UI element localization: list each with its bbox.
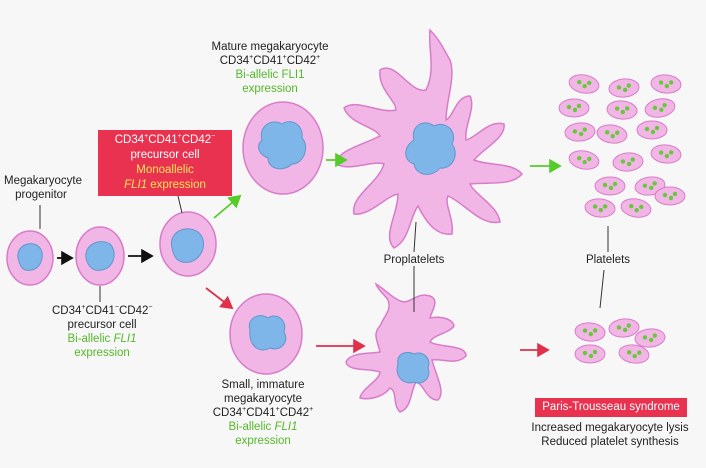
label-mono-line2: precursor cell xyxy=(130,149,200,161)
platelet xyxy=(650,144,682,164)
leader-platelets-bottom xyxy=(599,269,605,309)
label-mono-line4: FLI1 expression xyxy=(124,179,206,191)
label-mono-line3: Monoallelic xyxy=(136,164,194,176)
label-progenitor-line2: progenitor xyxy=(15,189,67,201)
label-syndrome-line1: Increased megakaryocyte lysis xyxy=(531,422,689,434)
label-immature-line2: megakaryocyte xyxy=(224,393,302,405)
label-immature-markers: CD34+CD41+CD42+ xyxy=(212,406,314,419)
label-mature-markers: CD34+CD41+CD42+ xyxy=(219,54,321,67)
label-immature-line4: Bi-allelic FLI1 xyxy=(228,421,298,433)
platelet xyxy=(564,122,596,142)
platelet xyxy=(636,120,668,140)
platelet xyxy=(596,124,628,144)
platelets-top-group xyxy=(558,74,686,218)
platelet xyxy=(654,186,686,206)
arrow-to-immature xyxy=(205,287,234,310)
platelet xyxy=(644,98,676,118)
platelet xyxy=(606,100,638,120)
platelet xyxy=(574,322,606,342)
platelet xyxy=(574,344,606,364)
arrow-to-mature xyxy=(213,194,242,219)
leader-proplatelets-top xyxy=(413,221,417,253)
proplatelet-megakaryocyte-top xyxy=(335,28,523,249)
immature-cell xyxy=(229,293,303,375)
platelet xyxy=(584,198,616,218)
label-syndrome-line2: Reduced platelet synthesis xyxy=(541,436,679,448)
label-syndrome-desc: Increased megakaryocyte lysis Reduced pl… xyxy=(520,421,700,449)
platelets-bottom-group xyxy=(574,318,666,364)
mature-cell xyxy=(242,101,324,195)
syndrome-box: Paris-Trousseau syndrome xyxy=(535,398,687,417)
leader-mono xyxy=(177,195,183,214)
platelet xyxy=(568,74,600,94)
platelet xyxy=(558,98,590,118)
label-early-precursor: CD34+CD41−CD42− precursor cell Bi-alleli… xyxy=(52,304,153,360)
label-progenitor: Megakaryocyte progenitor xyxy=(4,174,82,202)
label-proplatelets: Proplatelets xyxy=(383,254,445,266)
label-immature-line1: Small, immature xyxy=(221,379,305,391)
platelet xyxy=(608,318,640,338)
label-early-line4: expression xyxy=(74,347,130,359)
platelet xyxy=(620,198,652,218)
label-mono-markers: CD34+CD41+CD42− xyxy=(114,133,216,146)
mono-precursor-cell xyxy=(159,211,217,277)
platelet xyxy=(618,344,650,364)
platelet xyxy=(650,74,682,94)
proplatelet-megakaryocyte-bottom xyxy=(345,282,467,413)
early-precursor-cell xyxy=(75,226,125,286)
label-mature-line1: Mature megakaryocyte xyxy=(211,41,329,53)
platelet xyxy=(568,150,600,170)
mono-precursor-box: CD34+CD41+CD42− precursor cell Monoallel… xyxy=(98,130,232,196)
label-mature: Mature megakaryocyte CD34+CD41+CD42+ Bi-… xyxy=(200,40,340,96)
platelet xyxy=(634,328,666,348)
label-immature-line5: expression xyxy=(235,435,291,447)
label-immature: Small, immature megakaryocyte CD34+CD41+… xyxy=(196,378,330,448)
label-mature-line3: Bi-allelic FLI1 xyxy=(235,69,305,81)
label-platelets: Platelets xyxy=(585,254,631,266)
platelet xyxy=(612,152,644,172)
label-early-markers: CD34+CD41−CD42− xyxy=(52,304,153,317)
platelet xyxy=(608,78,640,98)
platelet xyxy=(594,176,626,196)
label-early-line3: Bi-allelic FLI1 xyxy=(67,333,137,345)
label-progenitor-line1: Megakaryocyte xyxy=(4,175,82,187)
label-early-line2: precursor cell xyxy=(67,319,137,331)
progenitor-cell xyxy=(6,230,54,286)
label-mature-line4: expression xyxy=(242,83,298,95)
